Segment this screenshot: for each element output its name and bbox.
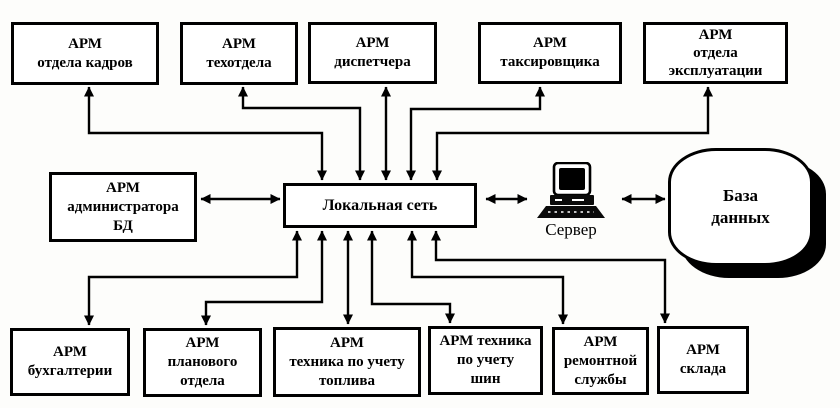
- node-arm-rate-clerk: АРМ таксировщика: [478, 22, 622, 84]
- server-label: Сервер: [545, 220, 597, 239]
- connector-network-repair: [407, 230, 568, 325]
- node-arm-tire-tech: АРМ техника по учету шин: [428, 326, 543, 395]
- connector-network-planning: [201, 230, 327, 326]
- node-arm-operations-dept: АРМ отдела эксплуатации: [643, 22, 788, 84]
- connector-techdept-network: [238, 86, 365, 181]
- node-arm-planning-dept: АРМ планового отдела: [143, 328, 262, 397]
- connector-operations-network: [432, 86, 713, 181]
- node-arm-accounting: АРМ бухгалтерии: [10, 328, 130, 396]
- node-arm-repair-service: АРМ ремонтной службы: [552, 327, 649, 395]
- node-arm-tech-dept: АРМ техотдела: [180, 22, 298, 85]
- node-arm-hr-dept: АРМ отдела кадров: [11, 22, 159, 85]
- database-label: База данных: [711, 186, 770, 227]
- server-computer-icon: [534, 161, 608, 227]
- connector-network-warehouse: [431, 230, 670, 324]
- node-arm-fuel-tech: АРМ техника по учету топлива: [273, 327, 421, 397]
- node-local-network: Локальная сеть: [283, 183, 477, 228]
- node-arm-db-admin: АРМ администратора БД: [49, 172, 197, 242]
- node-database: База данных: [668, 148, 813, 266]
- connector-hr-network: [84, 86, 327, 181]
- node-arm-warehouse: АРМ склада: [657, 326, 749, 394]
- connector-network-accounting: [84, 230, 302, 326]
- node-arm-dispatcher: АРМ диспетчера: [308, 22, 437, 84]
